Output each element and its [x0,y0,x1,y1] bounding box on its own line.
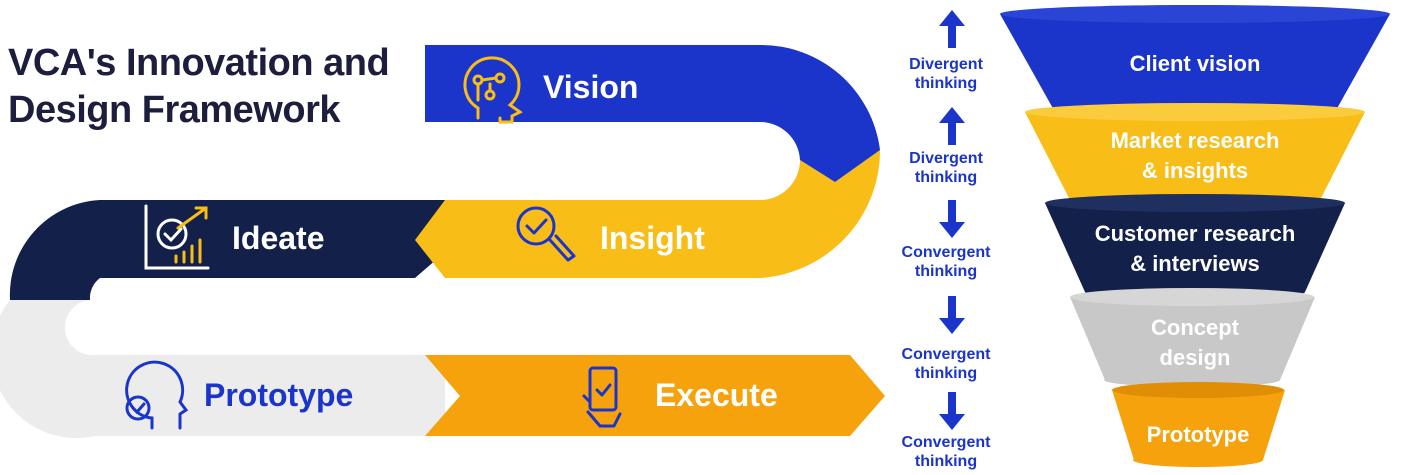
arrow-down-icon [939,296,965,334]
innovation-flow-diagram: Vision Insight Ideate Prototype Execute [0,44,885,438]
flow-segment-ideate [9,200,446,300]
funnel-label-4: Concept design [1151,315,1239,370]
arrow-up-icon [939,10,965,48]
flow-segment-execute [425,355,885,436]
stage-label-vision: Vision [543,69,638,105]
arrow-down-icon [939,200,965,238]
arrow-up-icon [939,107,965,145]
thinking-label-3: Convergent thinking [901,244,991,280]
flow-segment-vision [425,44,880,183]
funnel-label-5: Prototype [1146,422,1250,447]
thinking-label-4: Convergent thinking [901,346,991,382]
arrow-down-icon [939,392,965,430]
funnel-label-3: Customer research & interviews [1094,221,1296,276]
funnel-tier-5 [1112,382,1285,467]
phone-check-icon [582,366,622,428]
thinking-label-5: Convergent thinking [901,434,991,470]
stage-label-execute: Execute [655,377,778,413]
stage-label-insight: Insight [600,220,705,256]
title-line-1: VCA's Innovation and [8,42,390,84]
stage-label-ideate: Ideate [232,220,324,256]
funnel-diagram [1000,5,1390,467]
head-check-icon [125,360,189,430]
flow-segment-insight [415,150,881,278]
growth-chart-icon [144,204,210,270]
stage-label-prototype: Prototype [204,377,353,413]
thinking-label-2: Divergent thinking [909,150,983,186]
thinking-label-1: Divergent thinking [909,56,983,92]
magnifier-check-icon [516,206,576,262]
funnel-label-2: Market research & insights [1110,128,1280,183]
title-line-2: Design Framework [8,89,341,131]
funnel-label-1: Client vision [1129,51,1261,76]
page-title: VCA's Innovation and Design Framework [8,40,428,134]
flow-segment-gray [0,300,445,438]
head-circuit-icon [463,56,523,124]
funnel-tier-4 [1070,288,1315,387]
